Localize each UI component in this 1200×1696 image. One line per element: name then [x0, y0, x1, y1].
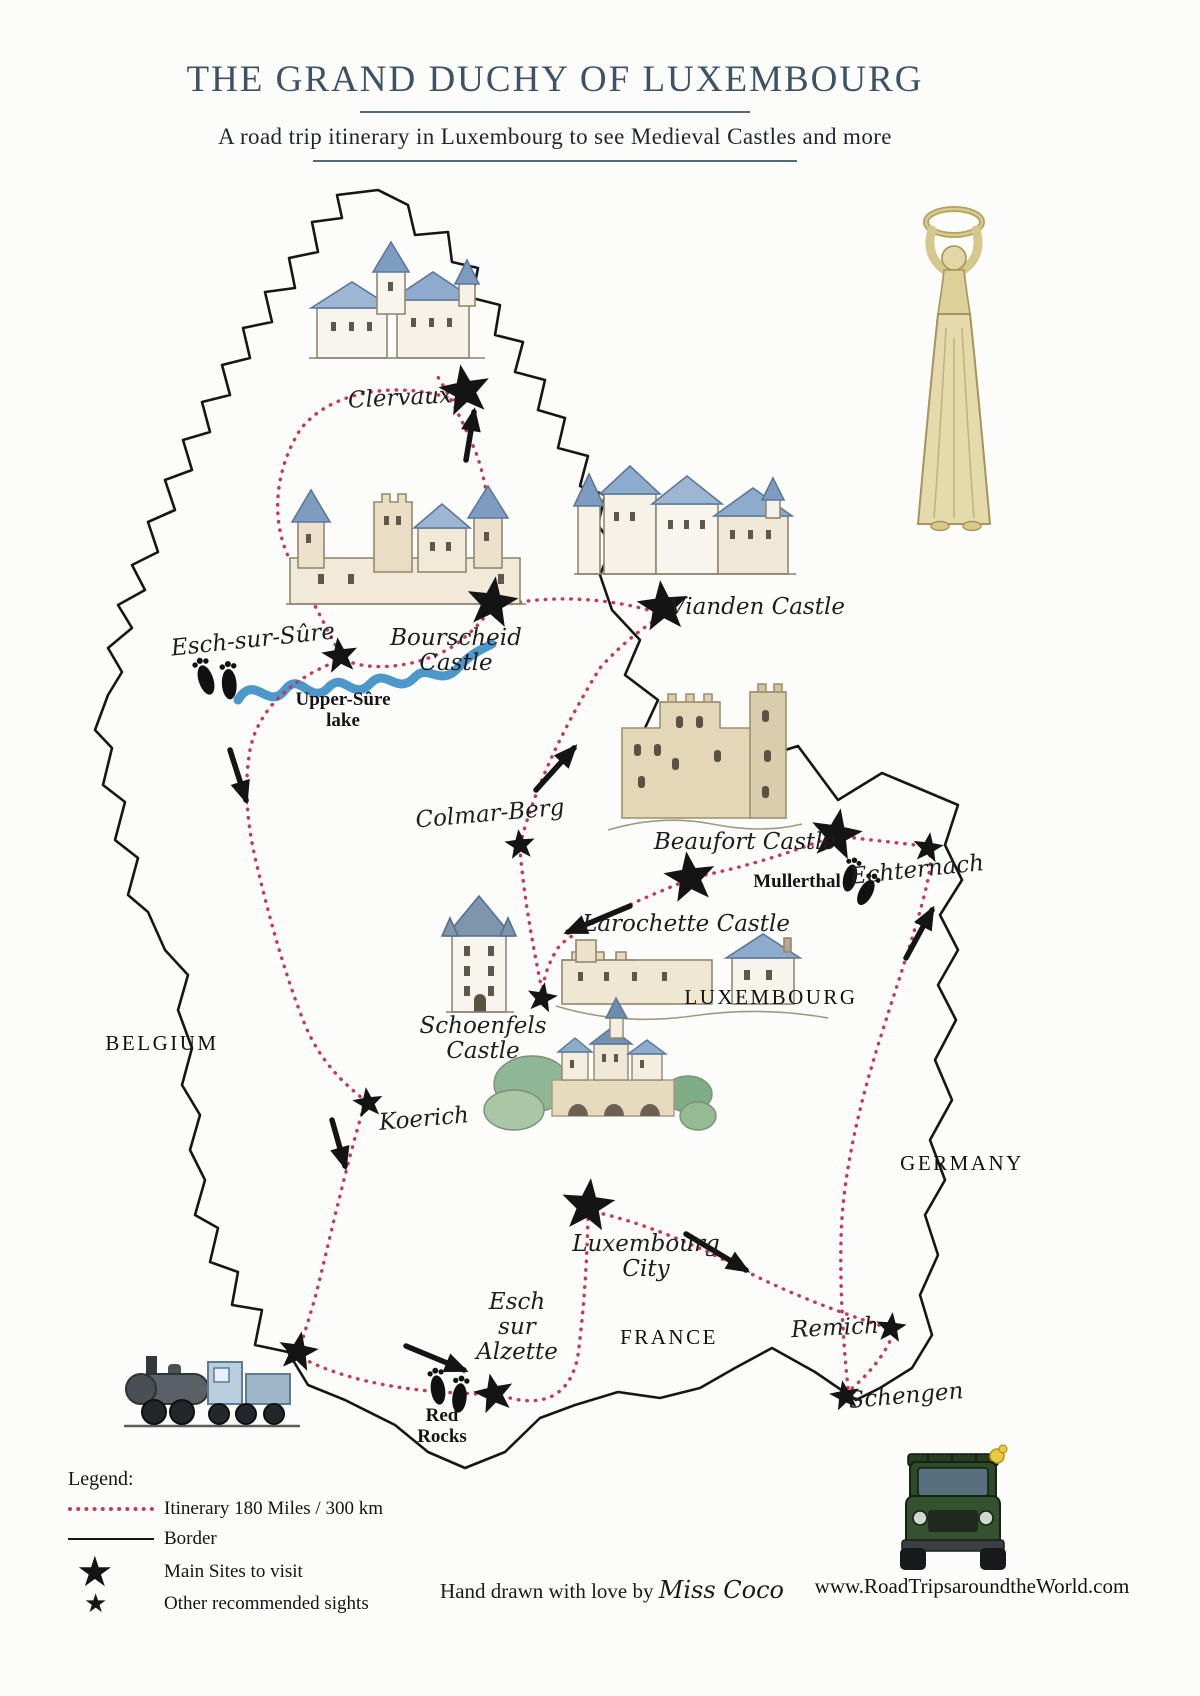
label-country-belgium: BELGIUM — [105, 1031, 219, 1055]
beaufort-castle-illustration — [607, 683, 803, 831]
legend-heading: Legend: — [68, 1468, 134, 1490]
label-beaufort: Beaufort Castle — [653, 829, 837, 855]
bourscheid-castle-illustration — [286, 484, 526, 605]
arrow-to-vianden — [533, 744, 578, 793]
larochette-castle-illustration — [555, 933, 829, 1021]
golden-lady-statue-illustration — [916, 206, 992, 532]
label-larochette: Larochette Castle — [582, 911, 790, 937]
arrow-south-west-route — [227, 747, 250, 805]
star-schoenfels — [524, 979, 560, 1014]
luxembourg-city-illustration — [483, 996, 717, 1131]
arrow-to-remich — [683, 1231, 751, 1273]
label-remich: Remich — [790, 1312, 880, 1344]
arrow-north-moselle — [903, 905, 935, 961]
legend-item-border: Border — [68, 1527, 383, 1551]
label-red-rocks: Red Rocks — [417, 1405, 467, 1447]
title-divider — [360, 111, 750, 113]
subtitle-divider — [313, 160, 797, 162]
credit-prefix: Hand drawn with love by — [440, 1579, 659, 1603]
green-suv-illustration — [900, 1444, 1008, 1570]
label-vianden: Vianden Castle — [669, 594, 845, 620]
label-luxembourg-city: Luxembourg City — [572, 1231, 720, 1282]
star-luxembourg-city — [559, 1175, 618, 1232]
steam-train-illustration — [124, 1356, 300, 1428]
itinerary-route — [245, 372, 933, 1403]
label-upper-sure-lake: Upper-Sûre lake — [295, 689, 391, 731]
border-line-sample — [68, 1538, 154, 1540]
arrow-to-larochette — [563, 903, 633, 935]
legend: Legend: Itinerary 180 Miles / 300 km Bor… — [68, 1468, 383, 1619]
star-mullerthal-larochette — [660, 847, 719, 904]
label-clervaux: Clervaux — [347, 382, 453, 414]
schoenfels-castle-illustration — [440, 894, 518, 1013]
vianden-castle-illustration — [572, 464, 796, 575]
label-schoenfels: Schoenfels Castle — [419, 1013, 547, 1064]
label-bourscheid: Bourscheid Castle — [390, 625, 522, 676]
arrow-to-clervaux — [461, 407, 481, 463]
arrow-to-esch-alzette — [403, 1343, 469, 1373]
legend-item-main-sites: ★ Main Sites to visit — [76, 1547, 303, 1596]
website-url: www.RoadTripsaroundtheWorld.com — [814, 1574, 1130, 1598]
arrow-to-train — [329, 1117, 350, 1171]
legend-item-itinerary: Itinerary 180 Miles / 300 km — [68, 1497, 383, 1521]
other-sight-star-icon: ★ — [84, 1588, 108, 1619]
direction-arrows — [227, 407, 935, 1373]
clervaux-castle-illustration — [308, 240, 485, 359]
label-mullerthal: Mullerthal — [753, 871, 841, 892]
itinerary-line-sample — [68, 1507, 154, 1511]
main-site-star-icon: ★ — [76, 1547, 114, 1596]
label-esch-sur-alzette: Esch sur Alzette — [476, 1289, 558, 1365]
legend-item-other-sights: ★ Other recommended sights — [84, 1588, 369, 1619]
label-country-france: FRANCE — [620, 1325, 718, 1349]
page-subtitle: A road trip itinerary in Luxembourg to s… — [218, 124, 892, 149]
artist-credit: Hand drawn with love by Miss Coco — [440, 1576, 784, 1604]
label-country-germany: GERMANY — [900, 1151, 1024, 1175]
label-country-luxembourg: LUXEMBOURG — [684, 985, 858, 1009]
header: THE GRAND DUCHY OF LUXEMBOURG A road tri… — [5, 58, 1105, 162]
page-title: THE GRAND DUCHY OF LUXEMBOURG — [186, 59, 924, 100]
star-esch-sur-alzette-red-rocks — [470, 1369, 518, 1415]
artist-name: Miss Coco — [658, 1576, 784, 1604]
